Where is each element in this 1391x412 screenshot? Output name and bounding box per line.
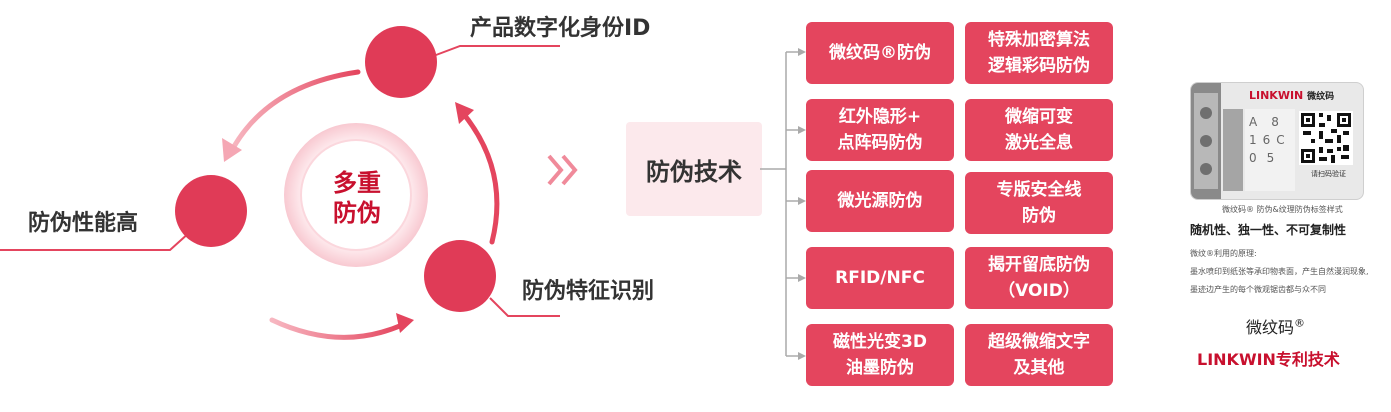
arc-arrow-top: [229, 69, 361, 153]
card-pattern: [1191, 83, 1353, 199]
tech-box-1: 微纹码®防伪: [806, 22, 954, 84]
center-disc: [300, 139, 412, 251]
node-label-high-performance: 防伪性能高: [28, 211, 139, 236]
node-circle-top: [365, 26, 437, 98]
center-label: 多重 防伪: [333, 169, 381, 227]
double-chevron-icon: [547, 154, 578, 186]
arc-arrow-top-head: [222, 138, 242, 162]
arc-arrow-right-head: [455, 102, 474, 124]
tech-box-3: 红外隐形+ 点阵码防伪: [806, 99, 954, 161]
node-label-feature-recognition: 防伪特征识别: [522, 279, 655, 304]
node-top-line: [427, 45, 560, 59]
patent-label: LINKWIN专利技术: [1197, 350, 1340, 369]
card-brand: LINKWIN 微纹码: [1249, 89, 1334, 102]
tech-box-10: 超级微缩文字 及其他: [965, 324, 1113, 386]
anti-counterfeit-tech-hub: 防伪技术: [626, 122, 762, 216]
note-line-3: 墨迹边产生的每个微观锯齿都与众不同: [1190, 285, 1326, 294]
node-left-line: [0, 231, 191, 251]
connector-tree: [760, 48, 806, 360]
cycle-diagram: [0, 26, 560, 340]
card-brand-en: LINKWIN: [1249, 89, 1304, 102]
arc-arrow-bottom-head: [396, 313, 414, 333]
note-line-1: 微纹®利用的原理:: [1190, 249, 1257, 258]
tech-box-7: RFID/NFC: [806, 247, 954, 309]
tech-box-6: 专版安全线 防伪: [965, 172, 1113, 234]
tech-box-4: 微缩可变 激光全息: [965, 99, 1113, 161]
node-circle-bottom: [424, 240, 496, 312]
card-caption: 微纹码® 防伪&纹理防伪标签样式: [1222, 205, 1343, 214]
card-scan-text: 请扫码验证: [1311, 170, 1346, 178]
note-line-2: 墨水喷印到纸张等承印物表面，产生自然漫润现象,: [1190, 267, 1369, 276]
brand-name: 微纹码®: [1246, 316, 1306, 337]
tech-box-8: 揭开留底防伪 （VOID）: [965, 247, 1113, 309]
tech-box-9: 磁性光变3D 油墨防伪: [806, 324, 954, 386]
card-brand-cn: 微纹码: [1307, 92, 1335, 102]
tech-box-2: 特殊加密算法 逻辑彩码防伪: [965, 22, 1113, 84]
arc-arrow-bottom: [269, 317, 405, 340]
tech-box-5: 微光源防伪: [806, 170, 954, 232]
properties-heading: 随机性、独一性、不可复制性: [1190, 223, 1347, 237]
node-label-digital-id: 产品数字化身份ID: [470, 16, 651, 41]
node-circle-left: [175, 175, 247, 247]
node-bottom-line: [489, 297, 560, 317]
arc-arrow-right: [459, 109, 500, 245]
